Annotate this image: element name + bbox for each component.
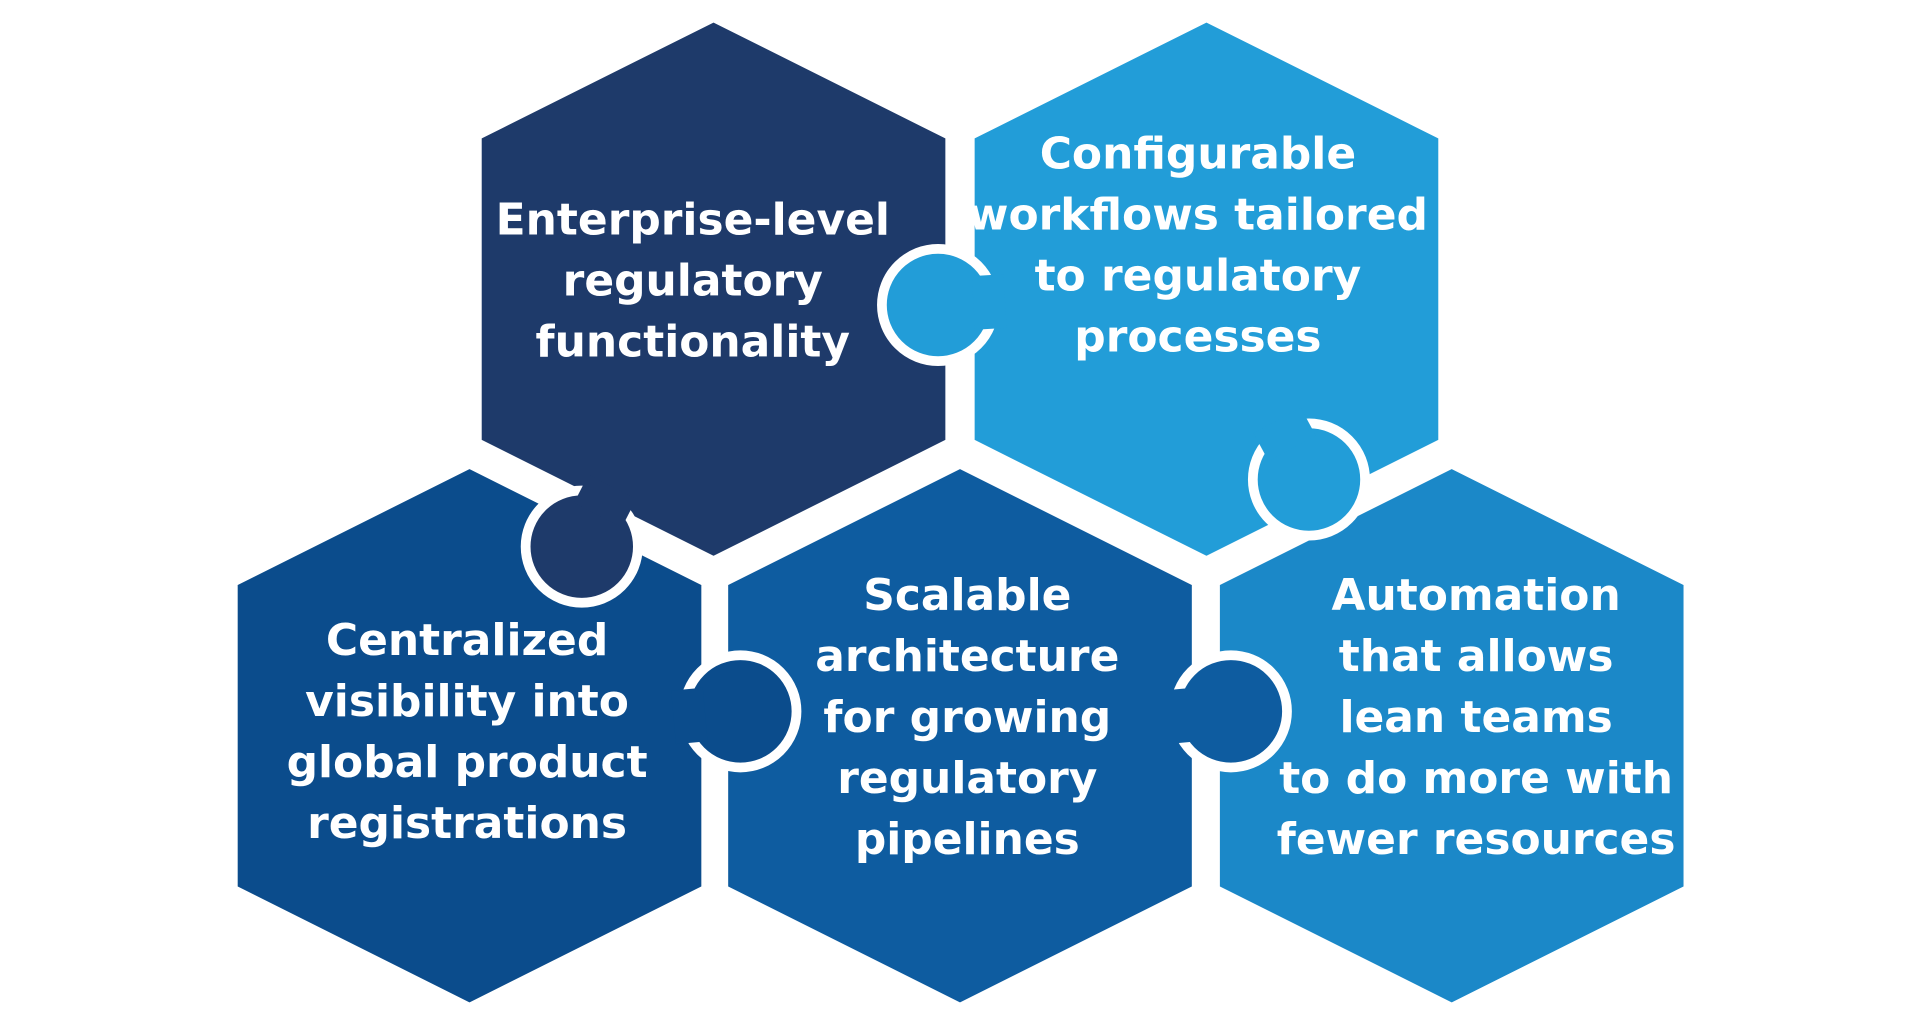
- tile-label-line: to do more with: [1279, 753, 1673, 804]
- hexagon-tile-enterprise: [471, 11, 956, 567]
- tile-label-scalable: Scalable architecture for growing regulator…: [815, 570, 1119, 865]
- tile-label-line: for growing: [823, 692, 1111, 743]
- puzzle-knob-scalable-into-automation-neck: [1161, 687, 1199, 745]
- tile-label-line: pipelines: [855, 814, 1080, 865]
- tile-label-configurable: Configurable workflows tailored to regulat…: [968, 128, 1428, 362]
- tile-label-line: registrations: [307, 798, 627, 849]
- tile-label-line: Centralized: [326, 615, 608, 666]
- tile-label-line: architecture: [815, 631, 1119, 682]
- puzzle-knob-enterprise-into-centralized-neck: [573, 474, 637, 528]
- puzzle-knob-configurable-into-enterprise-neck: [971, 274, 1007, 330]
- tile-label-line: lean teams: [1339, 692, 1612, 743]
- tile-label-line: Automation: [1331, 570, 1620, 621]
- tile-label-line: processes: [1074, 311, 1321, 362]
- puzzle-knob-centralized-into-scalable-neck: [671, 687, 708, 745]
- tile-label-centralized: Centralized visibility into global product…: [287, 615, 648, 849]
- tile-label-line: that allows: [1339, 631, 1614, 682]
- tile-label-automation: Automation that allows lean teams to do mor…: [1277, 570, 1676, 865]
- tile-label-line: Enterprise-level: [496, 194, 890, 245]
- tile-label-line: functionality: [536, 316, 850, 367]
- tile-label-line: Configurable: [1040, 128, 1356, 179]
- tile-label-line: global product: [287, 737, 648, 788]
- tile-label-line: to regulatory: [1035, 250, 1362, 301]
- tile-label-line: fewer resources: [1277, 814, 1676, 865]
- tile-label-line: visibility into: [305, 676, 629, 727]
- puzzle-knob-configurable-into-automation-neck: [1253, 407, 1316, 462]
- hexagon-tile-scalable: [718, 458, 1202, 1014]
- tile-label-line: workflows tailored: [968, 189, 1428, 240]
- tile-label-line: regulatory: [837, 753, 1097, 804]
- hexagon-tile-automation: [1210, 458, 1694, 1014]
- tile-label-line: Scalable: [863, 570, 1071, 621]
- tile-label-line: regulatory: [563, 255, 823, 306]
- tile-label-enterprise: Enterprise-level regulatory functionality: [496, 194, 890, 367]
